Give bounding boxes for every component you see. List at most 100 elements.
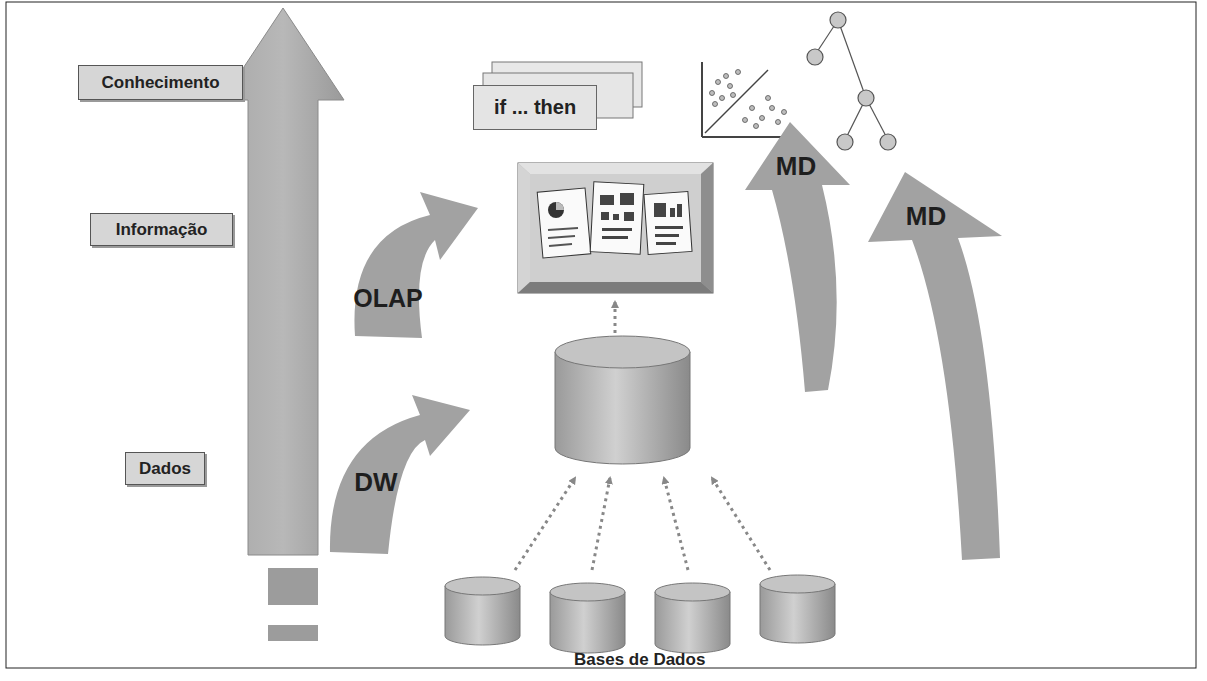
art-rect [655,226,683,229]
art-line [549,244,572,246]
art-path [556,202,564,210]
caption-label: Bases de Dados [574,650,705,670]
art-circle [720,96,725,101]
arrow-body [745,122,850,392]
art-path [555,352,690,464]
art-polygon [701,163,713,293]
art-g [654,203,683,245]
art-circle [766,96,771,101]
art-ellipse [760,575,835,593]
art-line [548,236,575,238]
data-warehouse-cylinder [555,336,690,464]
source-databases [445,575,835,653]
art-g [600,193,634,239]
art-rect [602,236,628,239]
art-circle [548,202,564,218]
node-text: Informação [116,220,208,240]
flow-arrow: MD [862,168,1007,563]
dotted-flows [515,302,770,570]
art-line [614,302,617,340]
art-g [537,182,692,258]
art-line [705,70,768,133]
art-circle [770,106,775,111]
art-line [548,228,578,230]
art-line [712,478,770,570]
art-rect [518,163,713,293]
art-rect [620,193,634,205]
art-circle [760,116,765,121]
node-text: Dados [139,459,191,479]
art-ellipse [550,583,625,601]
art-polygon [518,282,713,293]
art-circle [736,70,741,75]
art-rect [268,625,318,641]
frame [6,2,1196,668]
node-text: Conhecimento [101,73,219,93]
art-rect [602,228,632,231]
art-rect [644,192,692,255]
art-polygon [518,163,713,174]
art-circle [713,102,718,107]
node-text: DW [354,467,397,498]
art-ellipse [655,583,730,601]
art-g [548,228,578,246]
arrow-body [330,395,470,554]
node-text: OLAP [353,284,422,313]
art-rect [677,204,682,217]
art-circle [776,120,781,125]
node-text: MD [906,201,946,232]
level-box: Conhecimento [78,65,243,100]
art-circle [837,134,853,150]
arrow-shape [325,380,475,560]
art-circle [710,91,715,96]
art-ellipse [555,336,690,368]
art-rect [530,174,701,282]
arrow-body [868,172,1002,560]
art-line [592,478,610,570]
art-line [664,478,688,570]
art-circle [807,49,823,65]
art-g [710,70,787,129]
art-rect [656,242,676,245]
knowledge-axis-arrow [222,8,344,641]
rule-card: if ... then [473,85,597,130]
art-line [701,62,703,137]
report-panel [518,163,713,293]
art-rect [537,188,591,258]
art-ellipse [445,577,520,595]
art-polygon [518,163,530,293]
level-box: Dados [125,452,205,485]
art-rect [590,182,644,255]
arrow-shape [345,185,485,343]
flow-arrow: OLAP [345,185,485,343]
art-circle [724,74,729,79]
art-circle [728,84,733,89]
art-circle [716,80,721,85]
art-rect [624,212,634,221]
level-box: Informação [90,213,233,246]
art-rect [655,234,679,237]
art-rect [654,203,666,217]
art-line [515,478,575,570]
arrow-body [354,192,478,338]
art-circle [880,134,896,150]
art-rect [600,195,614,205]
art-rect [613,214,619,220]
flow-arrow: MD [740,118,855,396]
art-line [838,20,866,98]
node-text: MD [776,151,816,182]
flow-arrow: DW [325,380,475,560]
decision-tree [807,12,896,150]
art-circle [731,93,736,98]
art-rect [670,208,675,217]
art-circle [858,90,874,106]
art-circle [750,106,755,111]
scatter-plot [702,62,792,137]
art-circle [782,110,787,115]
art-rect [601,212,609,220]
node-text: if ... then [494,96,576,119]
art-circle [743,118,748,123]
art-circle [754,124,759,129]
